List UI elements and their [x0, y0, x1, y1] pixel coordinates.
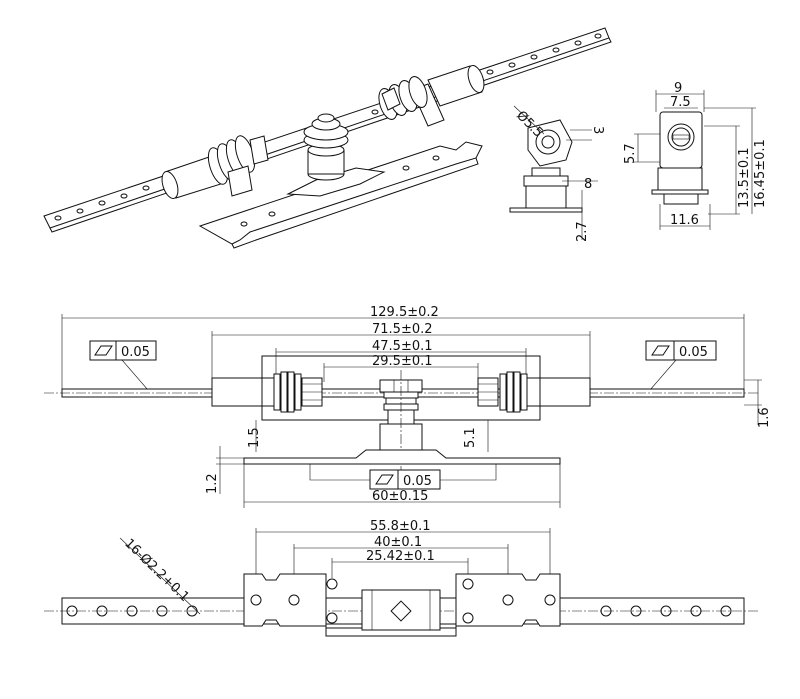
dim-length-47-5: 47.5±0.1 [372, 339, 433, 354]
flatness-frame-left: 0.05 [89, 340, 157, 391]
flatness-frame-bottom: 0.05 [309, 464, 497, 490]
dim-height-1-5: 1.5 [247, 427, 262, 448]
flatness-frame-right: 0.05 [645, 340, 717, 391]
dim-end-16-45: 16.45±0.1 [753, 139, 768, 208]
dim-side-2-7: 2.7 [575, 221, 590, 242]
front-elevation: 129.5±0.2 71.5±0.2 47.5±0.1 29.5±0.1 0.0… [44, 305, 772, 508]
dim-end-13-5: 13.5±0.1 [737, 147, 752, 208]
dim-side-8: 8 [584, 177, 592, 192]
left-spring-knuckle [207, 135, 269, 197]
dim-length-71-5: 71.5±0.2 [372, 322, 433, 337]
dim-holes-callout: 16-Ø2.2+0.1 [121, 536, 192, 605]
front-right-spring [477, 371, 528, 413]
top-view: 55.8±0.1 40±0.1 25.42±0.1 [44, 519, 760, 637]
dim-pitch-40: 40±0.1 [374, 535, 422, 550]
center-pivot [303, 113, 349, 181]
flatness-value-right: 0.05 [679, 345, 708, 360]
dim-plate-60: 60±0.15 [372, 489, 428, 504]
dim-end-11-6: 11.6 [670, 213, 699, 228]
end-detail-view: 9 7.5 5.7 13.5±0.1 16.45±0.1 11.6 [623, 81, 768, 230]
dim-side-3: 3 [590, 126, 605, 134]
flatness-value-bottom: 0.05 [403, 474, 432, 489]
dim-pitch-55-8: 55.8±0.1 [370, 519, 431, 534]
dim-pitch-25-42: 25.42±0.1 [366, 549, 435, 564]
dim-thickness-1-6: 1.6 [757, 407, 772, 428]
right-spring-knuckle [378, 76, 445, 127]
front-center-nut [379, 370, 423, 470]
dim-height-5-1: 5.1 [463, 427, 478, 448]
dim-end-9: 9 [674, 81, 682, 96]
front-left-spring [273, 371, 323, 413]
isometric-view [43, 27, 612, 249]
dim-height-1-2: 1.2 [205, 473, 220, 494]
dim-overall-length: 129.5±0.2 [370, 305, 439, 320]
dim-end-5-7: 5.7 [623, 143, 638, 164]
side-detail-view: Ø5.5 3 8 2.7 [509, 105, 605, 242]
dim-length-29-5: 29.5±0.1 [372, 354, 433, 369]
top-view-holes [66, 578, 732, 624]
flatness-value-left: 0.05 [121, 345, 150, 360]
dim-end-7-5: 7.5 [670, 95, 691, 110]
